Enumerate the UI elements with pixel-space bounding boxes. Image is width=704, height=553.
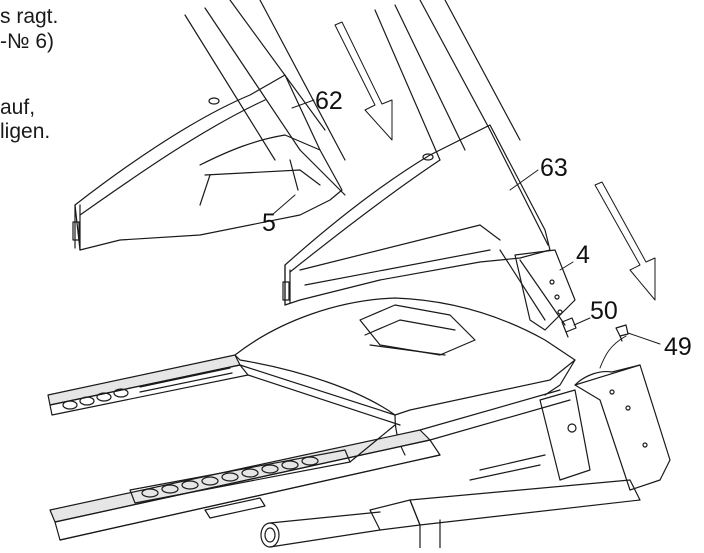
instruction-fragment-2: -№ 6) bbox=[0, 30, 55, 53]
left-console-cover bbox=[72, 74, 343, 251]
running-deck bbox=[239, 364, 571, 463]
callout-5: 5 bbox=[262, 209, 276, 237]
instruction-fragment-4: ligen. bbox=[0, 120, 51, 143]
down-arrow-left bbox=[334, 21, 393, 141]
right-side-rail bbox=[49, 429, 441, 541]
left-upright-post bbox=[184, 0, 346, 196]
callout-63: 63 bbox=[540, 154, 568, 182]
right-console-cover bbox=[282, 124, 551, 306]
instruction-fragment-3: auf, bbox=[0, 96, 36, 119]
callout-4: 4 bbox=[576, 241, 590, 269]
front-roller bbox=[260, 511, 381, 548]
washer-part bbox=[561, 317, 577, 338]
base-frame bbox=[369, 364, 671, 549]
callout-50: 50 bbox=[590, 297, 618, 325]
motor-hood bbox=[234, 297, 576, 456]
down-arrow-right bbox=[594, 181, 656, 301]
instruction-fragment-1: s ragt. bbox=[0, 5, 59, 28]
callout-49: 49 bbox=[664, 333, 692, 361]
right-post-lower-bracket bbox=[514, 249, 576, 331]
callout-62: 62 bbox=[315, 87, 343, 115]
leader-lines bbox=[271, 99, 661, 369]
left-side-rail bbox=[47, 354, 249, 416]
